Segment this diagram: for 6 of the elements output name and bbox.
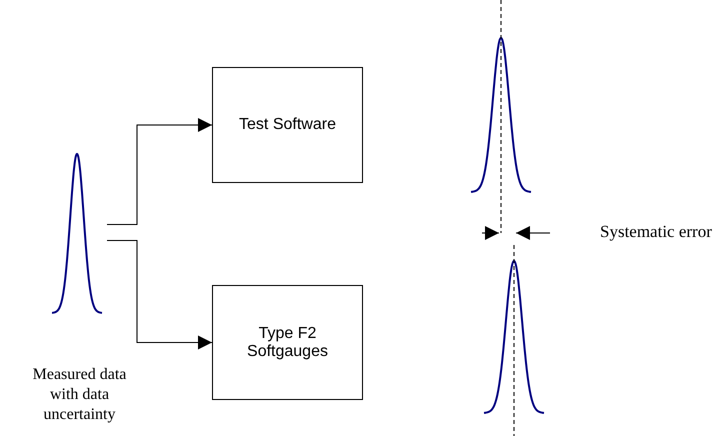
arrow — [106, 240, 212, 350]
process-box: Type F2 Softgauges — [212, 285, 363, 400]
node-label: Measured data with data uncertainty — [32, 365, 128, 425]
process-box: Test Software — [212, 67, 363, 183]
annotation-label: Systematic error — [600, 222, 712, 242]
arrow — [106, 118, 212, 225]
